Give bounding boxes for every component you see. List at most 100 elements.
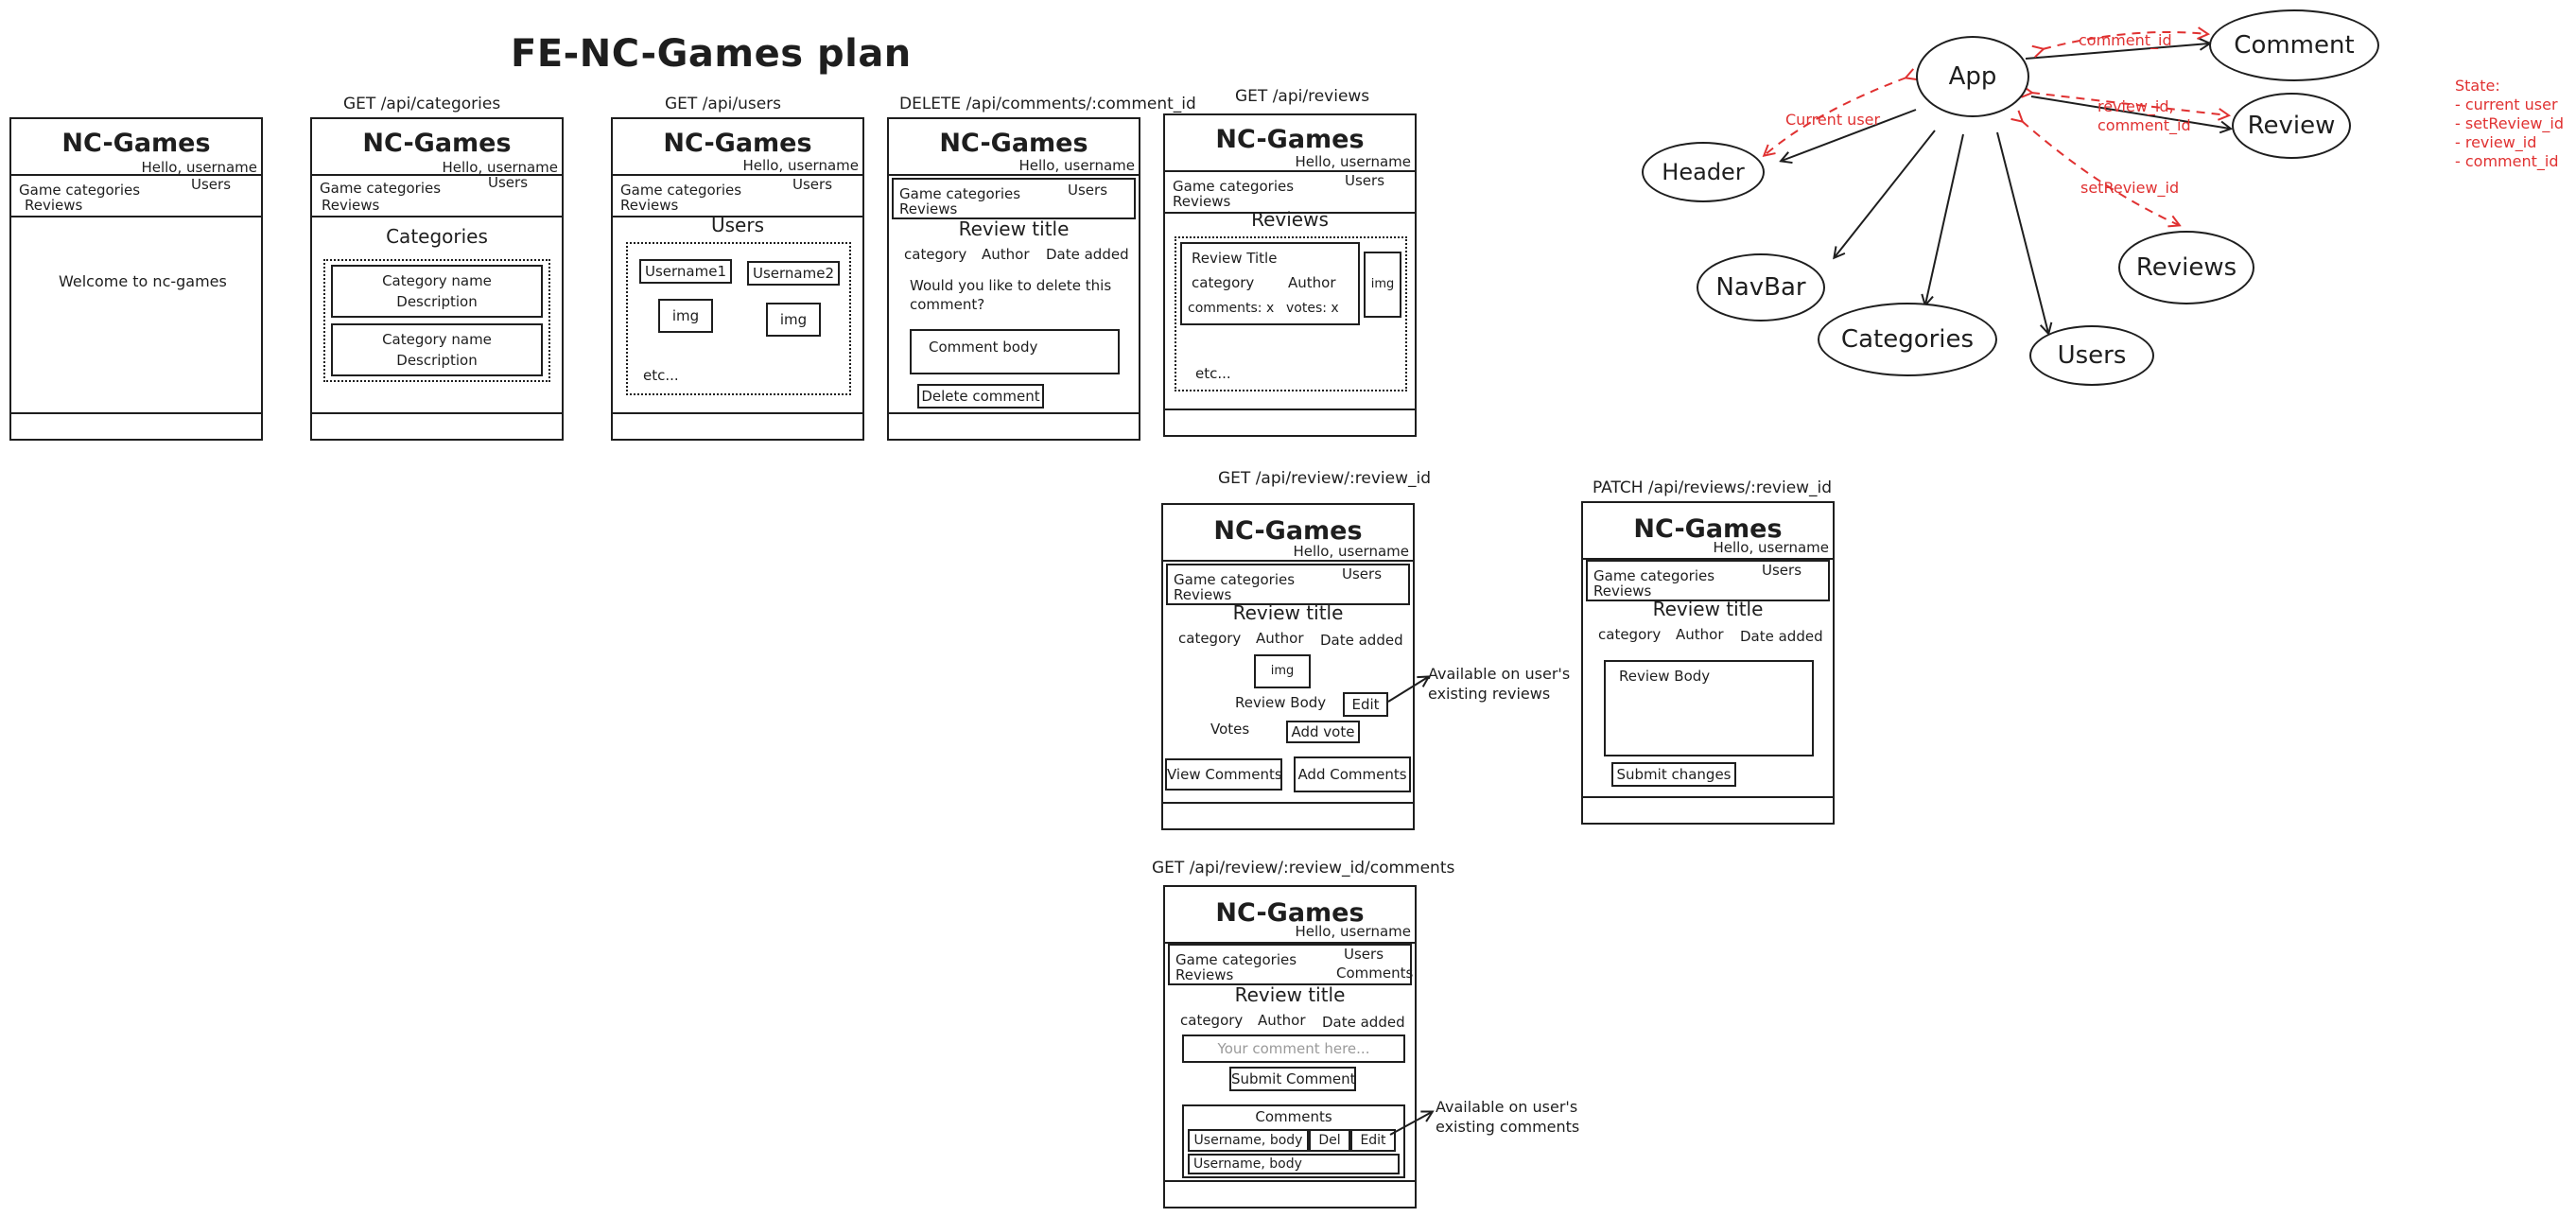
- review-category: category: [1598, 626, 1662, 643]
- greeting-text: Hello, username: [141, 159, 257, 176]
- brand-logo: NC-Games: [663, 129, 812, 158]
- comment-row: Username, body: [1188, 1129, 1309, 1152]
- nav-item-reviews[interactable]: Reviews: [1174, 586, 1232, 603]
- nav-item-categories[interactable]: Game categories: [899, 185, 1021, 202]
- state-item: - setReview_id: [2455, 114, 2564, 132]
- user-card-2[interactable]: Username2: [747, 261, 840, 286]
- nav-item-categories[interactable]: Game categories: [1175, 951, 1297, 968]
- nav-item-categories[interactable]: Game categories: [1174, 571, 1296, 588]
- wire-footer: [1165, 1180, 1415, 1207]
- node-app-label: App: [1948, 62, 1997, 91]
- nav-item-categories[interactable]: Game categories: [19, 182, 141, 199]
- node-reviews-label: Reviews: [2135, 253, 2237, 282]
- review-card-category: category: [1192, 274, 1255, 291]
- node-app: App: [1916, 36, 2029, 117]
- review-title: Review title: [1232, 601, 1344, 624]
- nav-item-users[interactable]: Users: [191, 176, 232, 193]
- wire-navbar: Game categories Users Reviews: [1586, 560, 1830, 601]
- state-item: - current user: [2455, 96, 2558, 113]
- user-avatar-2: img: [766, 303, 821, 337]
- nav-item-reviews[interactable]: Reviews: [1173, 193, 1231, 210]
- nav-item-users[interactable]: Users: [1344, 946, 1384, 963]
- wire-navbar: Game categories Users Reviews: [613, 174, 862, 217]
- nav-item-categories[interactable]: Game categories: [620, 182, 742, 199]
- review-date: Date added: [1322, 1014, 1405, 1031]
- wire-header: NC-Games Hello, username: [613, 119, 862, 176]
- user-avatar-1: img: [658, 299, 713, 333]
- wire-footer: [613, 412, 862, 439]
- delete-comment-button[interactable]: Delete comment: [917, 384, 1044, 409]
- nav-item-categories[interactable]: Game categories: [320, 180, 442, 197]
- nav-item-categories[interactable]: Game categories: [1593, 567, 1715, 584]
- delete-comment-button[interactable]: Del: [1309, 1129, 1350, 1152]
- arrow-app-navbar: [1835, 130, 1936, 257]
- review-title: Review title: [1234, 983, 1346, 1006]
- wire-footer: [11, 412, 261, 439]
- comment-body-box: Comment body: [910, 329, 1120, 374]
- nav-item-reviews[interactable]: Reviews: [25, 197, 83, 214]
- edge-label-current-user: Current user: [1785, 111, 1881, 129]
- nav-item-comments[interactable]: Comments: [1336, 965, 1414, 982]
- api-label-categories: GET /api/categories: [343, 95, 501, 113]
- user-card-1[interactable]: Username1: [639, 259, 732, 284]
- api-label-patch: PATCH /api/reviews/:review_id: [1593, 478, 1833, 497]
- nav-item-users[interactable]: Users: [792, 176, 833, 193]
- node-header: Header: [1642, 142, 1765, 202]
- brand-logo: NC-Games: [1215, 898, 1365, 928]
- comment-row: Username, body: [1188, 1154, 1400, 1174]
- category-card[interactable]: Category name Description: [331, 323, 543, 376]
- nav-item-reviews[interactable]: Reviews: [1175, 966, 1234, 983]
- wire-header: NC-Games Hello, username: [1163, 505, 1413, 562]
- edge-label-comment-id: comment_id: [2079, 31, 2172, 49]
- greeting-text: Hello, username: [1295, 923, 1411, 940]
- arrow-review-ids: [2031, 93, 2228, 115]
- edit-comment-button[interactable]: Edit: [1350, 1129, 1396, 1152]
- comment-edit-note-text: Available on user's existing comments: [1436, 1098, 1580, 1136]
- view-comments-button[interactable]: View Comments: [1165, 758, 1282, 791]
- wire-footer: [1163, 802, 1413, 828]
- greeting-text: Hello, username: [742, 157, 859, 174]
- comment-input[interactable]: Your comment here...: [1182, 1034, 1405, 1063]
- wire-header: NC-Games Hello, username: [312, 119, 562, 176]
- review-date: Date added: [1740, 628, 1823, 645]
- category-description: Description: [396, 293, 478, 310]
- section-heading: Reviews: [1251, 208, 1329, 231]
- add-comments-button[interactable]: Add Comments: [1294, 756, 1411, 792]
- nav-item-users[interactable]: Users: [1342, 565, 1383, 582]
- category-card[interactable]: Category name Description: [331, 265, 543, 318]
- brand-logo: NC-Games: [1633, 514, 1783, 544]
- more-indicator: etc...: [643, 367, 679, 384]
- wire-navbar: Game categories Users Reviews: [1165, 170, 1415, 214]
- node-users: Users: [2029, 325, 2154, 386]
- add-vote-button[interactable]: Add vote: [1286, 721, 1360, 743]
- wire-navbar: Game categories Users Reviews: [892, 178, 1136, 219]
- nav-item-users[interactable]: Users: [1068, 182, 1108, 199]
- nav-item-reviews[interactable]: Reviews: [1593, 582, 1652, 600]
- nav-item-reviews[interactable]: Reviews: [620, 197, 679, 214]
- state-item: - review_id: [2455, 133, 2537, 151]
- nav-item-reviews[interactable]: Reviews: [899, 200, 958, 217]
- edit-review-button[interactable]: Edit: [1343, 692, 1388, 717]
- brand-logo: NC-Games: [1213, 516, 1363, 546]
- nav-item-users[interactable]: Users: [1345, 172, 1385, 189]
- review-author: Author: [982, 246, 1030, 263]
- arrow-set-review-id: [2022, 121, 2179, 225]
- review-card[interactable]: Review Title category Author comments: x…: [1180, 242, 1360, 325]
- greeting-text: Hello, username: [1295, 153, 1411, 170]
- users-list: Username1 Username2 img img etc...: [626, 242, 851, 395]
- submit-changes-button[interactable]: Submit changes: [1611, 762, 1736, 787]
- category-name: Category name: [382, 272, 492, 289]
- edge-label-review-id: review_id,: [2097, 97, 2174, 115]
- review-votes: Votes: [1210, 721, 1250, 738]
- nav-item-reviews[interactable]: Reviews: [322, 197, 380, 214]
- welcome-text: Welcome to nc-games: [59, 272, 227, 290]
- review-body-editor[interactable]: Review Body: [1604, 660, 1814, 756]
- nav-item-categories[interactable]: Game categories: [1173, 178, 1295, 195]
- submit-comment-button[interactable]: Submit Comment: [1229, 1067, 1356, 1091]
- review-date: Date added: [1046, 246, 1129, 263]
- wireframe-review: NC-Games Hello, username Game categories…: [1161, 503, 1415, 830]
- wire-header: NC-Games Hello, username: [1165, 887, 1415, 944]
- nav-item-users[interactable]: Users: [488, 174, 529, 191]
- nav-item-users[interactable]: Users: [1762, 562, 1802, 579]
- comments-heading: Comments: [1255, 1108, 1332, 1125]
